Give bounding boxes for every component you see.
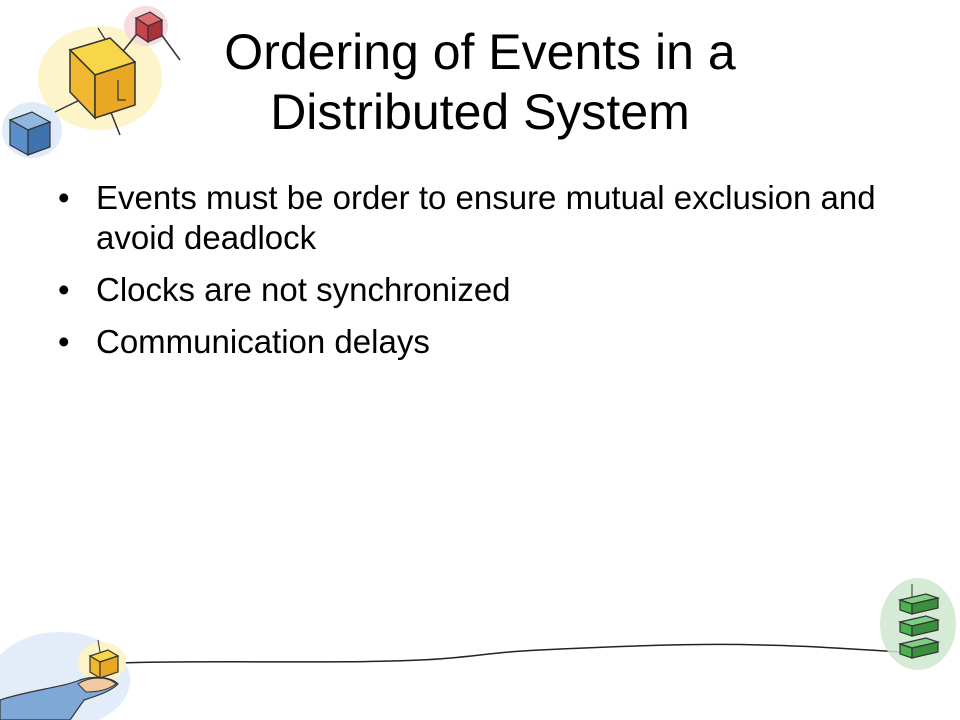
bullet-item: • Communication delays (58, 322, 918, 362)
bullet-dot: • (58, 271, 70, 308)
bullet-dot: • (58, 179, 70, 216)
bullet-text: Clocks are not synchronized (96, 271, 511, 308)
title-line-2: Distributed System (270, 84, 690, 140)
bullet-text: Events must be order to ensure mutual ex… (96, 179, 876, 256)
bullet-list: • Events must be order to ensure mutual … (58, 178, 918, 374)
slide-title: Ordering of Events in a Distributed Syst… (150, 22, 810, 142)
bullet-text: Communication delays (96, 323, 430, 360)
bullet-item: • Clocks are not synchronized (58, 270, 918, 310)
title-line-1: Ordering of Events in a (224, 24, 736, 80)
bullet-dot: • (58, 323, 70, 360)
bullet-item: • Events must be order to ensure mutual … (58, 178, 918, 258)
